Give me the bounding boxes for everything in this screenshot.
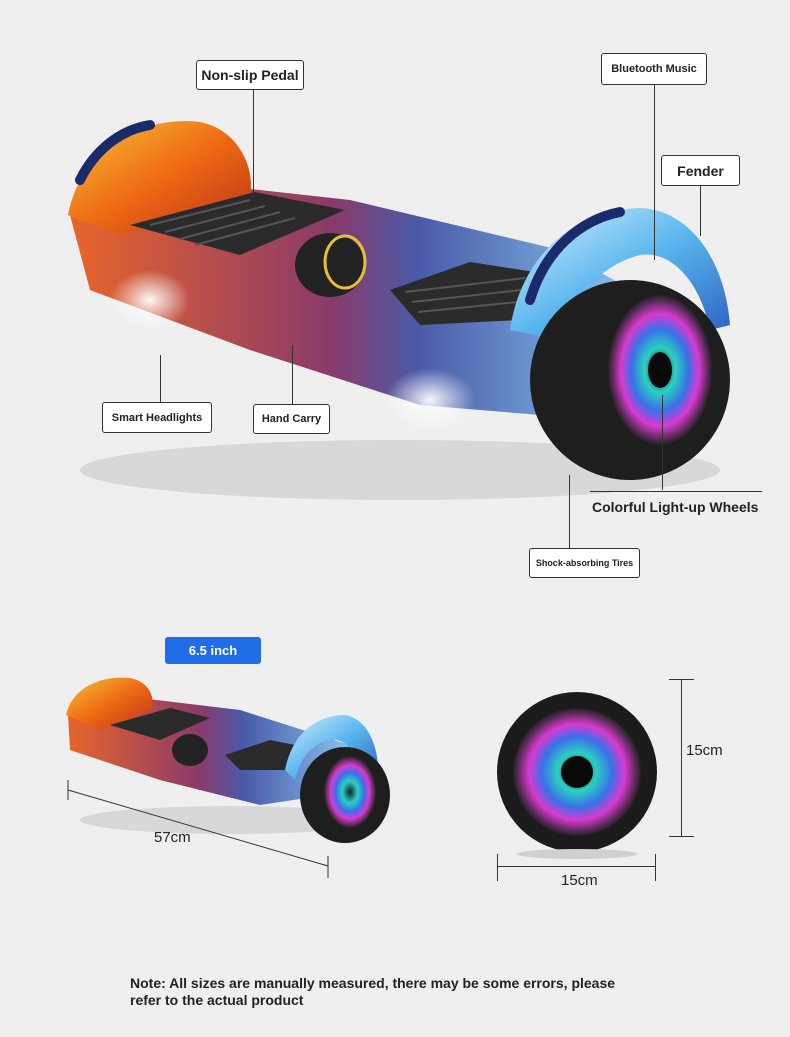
callout-line bbox=[569, 475, 570, 548]
width-dimension-line bbox=[497, 866, 655, 867]
width-dimension-line bbox=[497, 854, 498, 881]
callout-line bbox=[253, 90, 254, 200]
wheel-size-badge: 6.5 inch bbox=[165, 637, 261, 664]
wheel-image bbox=[497, 692, 657, 859]
callout-line bbox=[662, 395, 663, 490]
callout-non-slip-pedal: Non-slip Pedal bbox=[196, 60, 304, 90]
height-dimension-line bbox=[681, 679, 682, 836]
callout-colorful-wheels: Colorful Light-up Wheels bbox=[592, 499, 759, 515]
length-dimension-label: 57cm bbox=[154, 829, 191, 846]
height-dimension-label: 15cm bbox=[686, 742, 723, 759]
callout-bluetooth-music: Bluetooth Music bbox=[601, 53, 707, 85]
callout-line bbox=[700, 186, 701, 236]
callout-fender: Fender bbox=[661, 155, 740, 186]
hoverboard-main-image bbox=[68, 120, 730, 500]
width-dimension-line bbox=[655, 854, 656, 881]
height-dimension-line bbox=[669, 836, 694, 837]
callout-hand-carry: Hand Carry bbox=[253, 404, 330, 434]
callout-line bbox=[292, 345, 293, 404]
callout-line bbox=[654, 85, 655, 260]
callout-line bbox=[590, 491, 762, 492]
callout-shock-tires: Shock-absorbing Tires bbox=[529, 548, 640, 578]
length-dimension-line bbox=[67, 780, 329, 878]
hoverboard-small-image bbox=[66, 677, 390, 843]
callout-line bbox=[160, 355, 161, 402]
callout-smart-headlights: Smart Headlights bbox=[102, 402, 212, 433]
width-dimension-label: 15cm bbox=[561, 872, 598, 889]
measurement-note: Note: All sizes are manually measured, t… bbox=[130, 975, 616, 1008]
